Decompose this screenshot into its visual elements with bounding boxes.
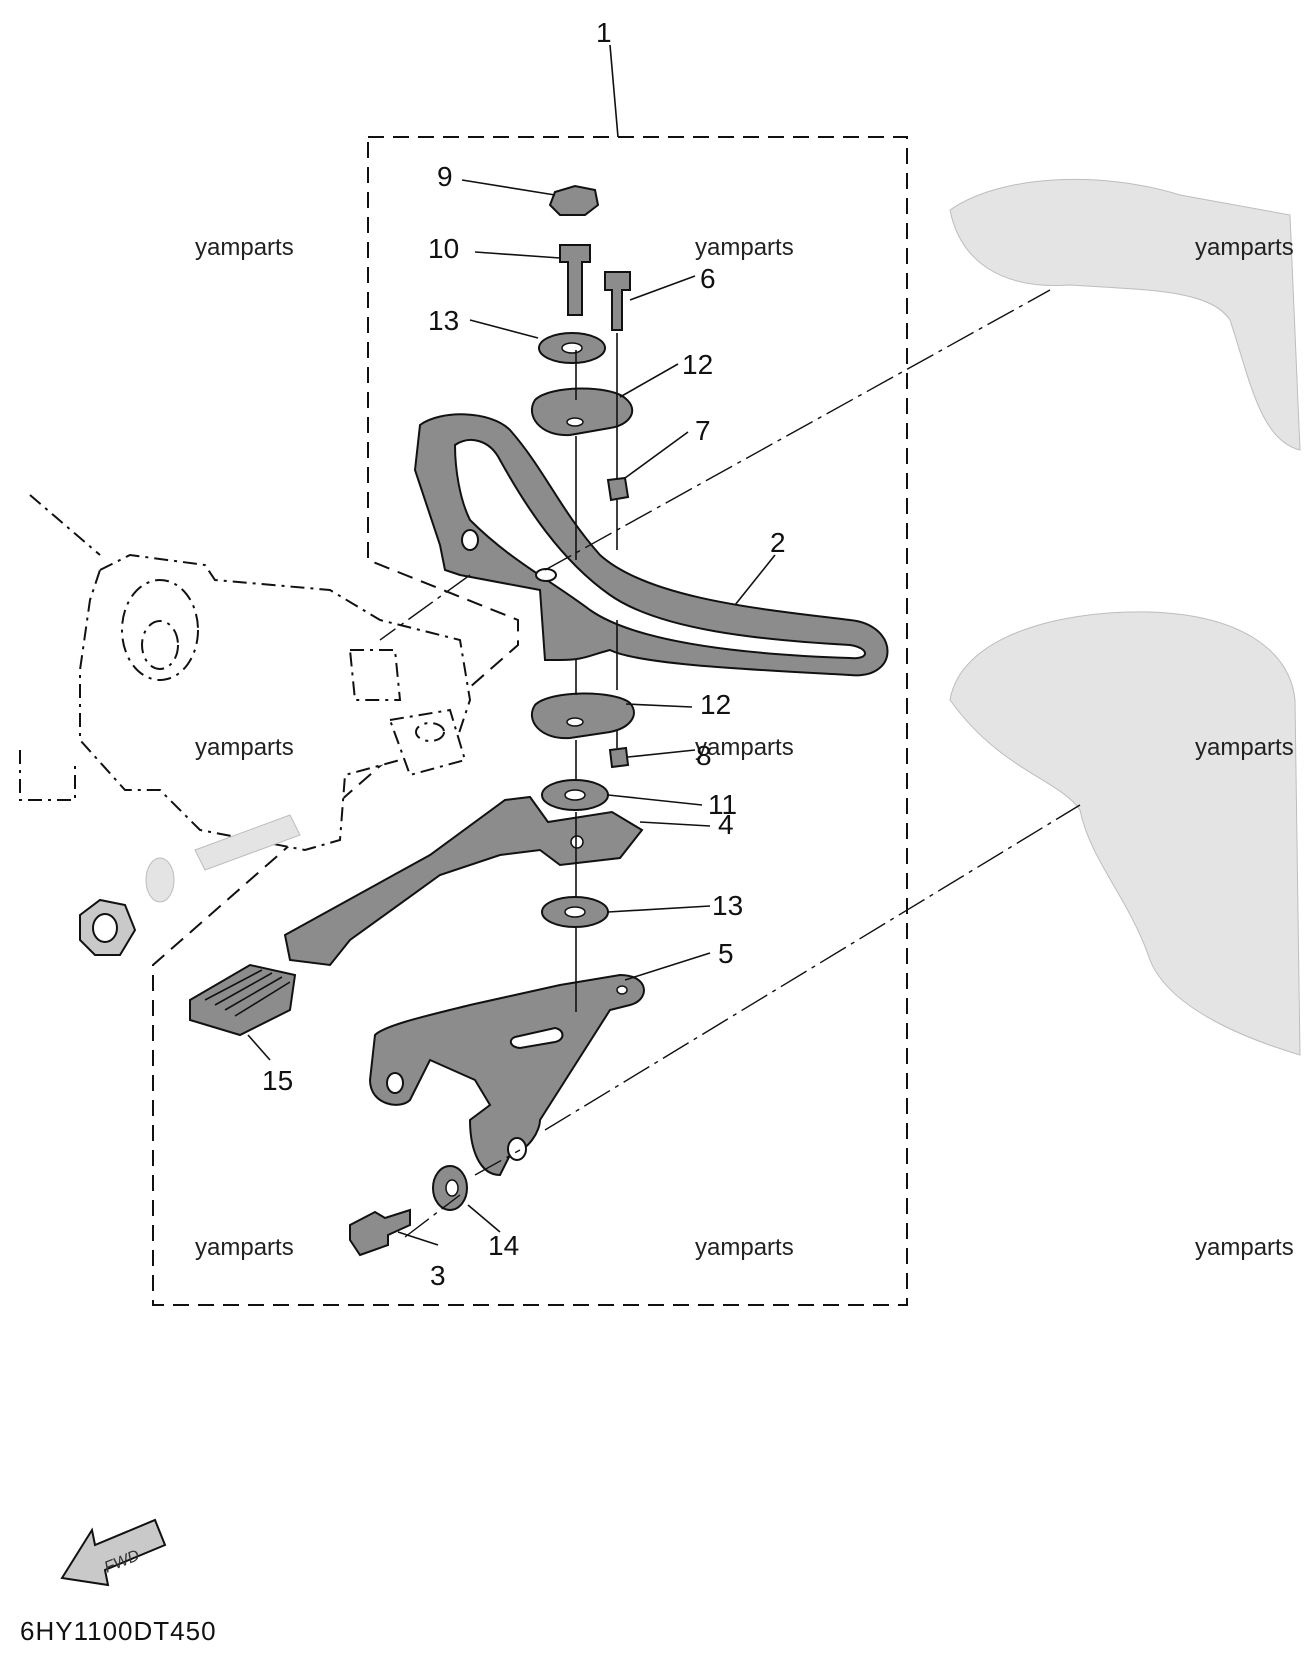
callout-13: 13 (428, 305, 459, 336)
part-10-bolt (559, 244, 591, 316)
part-4-lever-plate (283, 795, 644, 967)
callout-12: 12 (700, 689, 731, 720)
part-5-lower-bracket (368, 973, 645, 1177)
ghost-cowling-lower (949, 611, 1301, 1056)
watermark-text: yamparts (695, 734, 794, 761)
callout-15: 15 (262, 1065, 293, 1096)
part-13-washer-lower (541, 896, 609, 928)
callout-13: 13 (712, 890, 743, 921)
callout-11: 11 (708, 789, 737, 820)
part-12-spacer-upper (530, 387, 634, 437)
callout-10: 10 (428, 233, 459, 264)
part-3-bolt (349, 1208, 411, 1257)
ghost-fasteners (79, 814, 301, 956)
part-8-collar (608, 746, 630, 769)
callout-7: 7 (695, 415, 711, 446)
watermarks: yamparts yamparts yamparts yamparts yamp… (195, 234, 1294, 1261)
assembly-axes (379, 289, 1081, 1238)
callout-2: 2 (770, 527, 786, 558)
leader-1 (609, 44, 619, 138)
callout-labels: 1 9 10 6 13 12 7 2 12 8 11 4 13 5 15 14 … (262, 17, 786, 1291)
watermark-text: yamparts (195, 734, 294, 761)
callout-12: 12 (682, 349, 713, 380)
watermark-text: yamparts (695, 1234, 794, 1261)
watermark-text: yamparts (1195, 1234, 1294, 1261)
callout-4: 4 (718, 809, 734, 840)
part-15-pad (189, 963, 297, 1037)
part-13-washer-upper (538, 332, 606, 364)
callout-8: 8 (696, 740, 712, 771)
mounting-bracket-outline (19, 494, 472, 852)
assembly-boundary (152, 136, 908, 1306)
part-9-nut (548, 184, 600, 216)
diagram-code: 6HY1100DT450 (20, 1616, 217, 1646)
watermark-text: yamparts (195, 234, 294, 261)
part-6-bolt (604, 271, 631, 331)
watermark-text: yamparts (195, 1234, 294, 1261)
ghost-cowling-upper (949, 178, 1301, 451)
callout-6: 6 (700, 263, 716, 294)
callout-1: 1 (596, 17, 612, 48)
part-7-collar (606, 476, 630, 502)
watermark-text: yamparts (1195, 234, 1294, 261)
part-2-bracket (413, 413, 889, 677)
part-14-washer (432, 1165, 468, 1211)
callout-5: 5 (718, 938, 734, 969)
callout-3: 3 (430, 1260, 446, 1291)
fwd-arrow-icon: FWD (60, 1518, 167, 1587)
part-11-washer (541, 779, 609, 811)
callout-9: 9 (437, 161, 453, 192)
watermark-text: yamparts (1195, 734, 1294, 761)
watermark-text: yamparts (695, 234, 794, 261)
leader-lines (247, 179, 776, 1246)
callout-14: 14 (488, 1230, 519, 1261)
part-12-spacer-lower (530, 692, 635, 740)
